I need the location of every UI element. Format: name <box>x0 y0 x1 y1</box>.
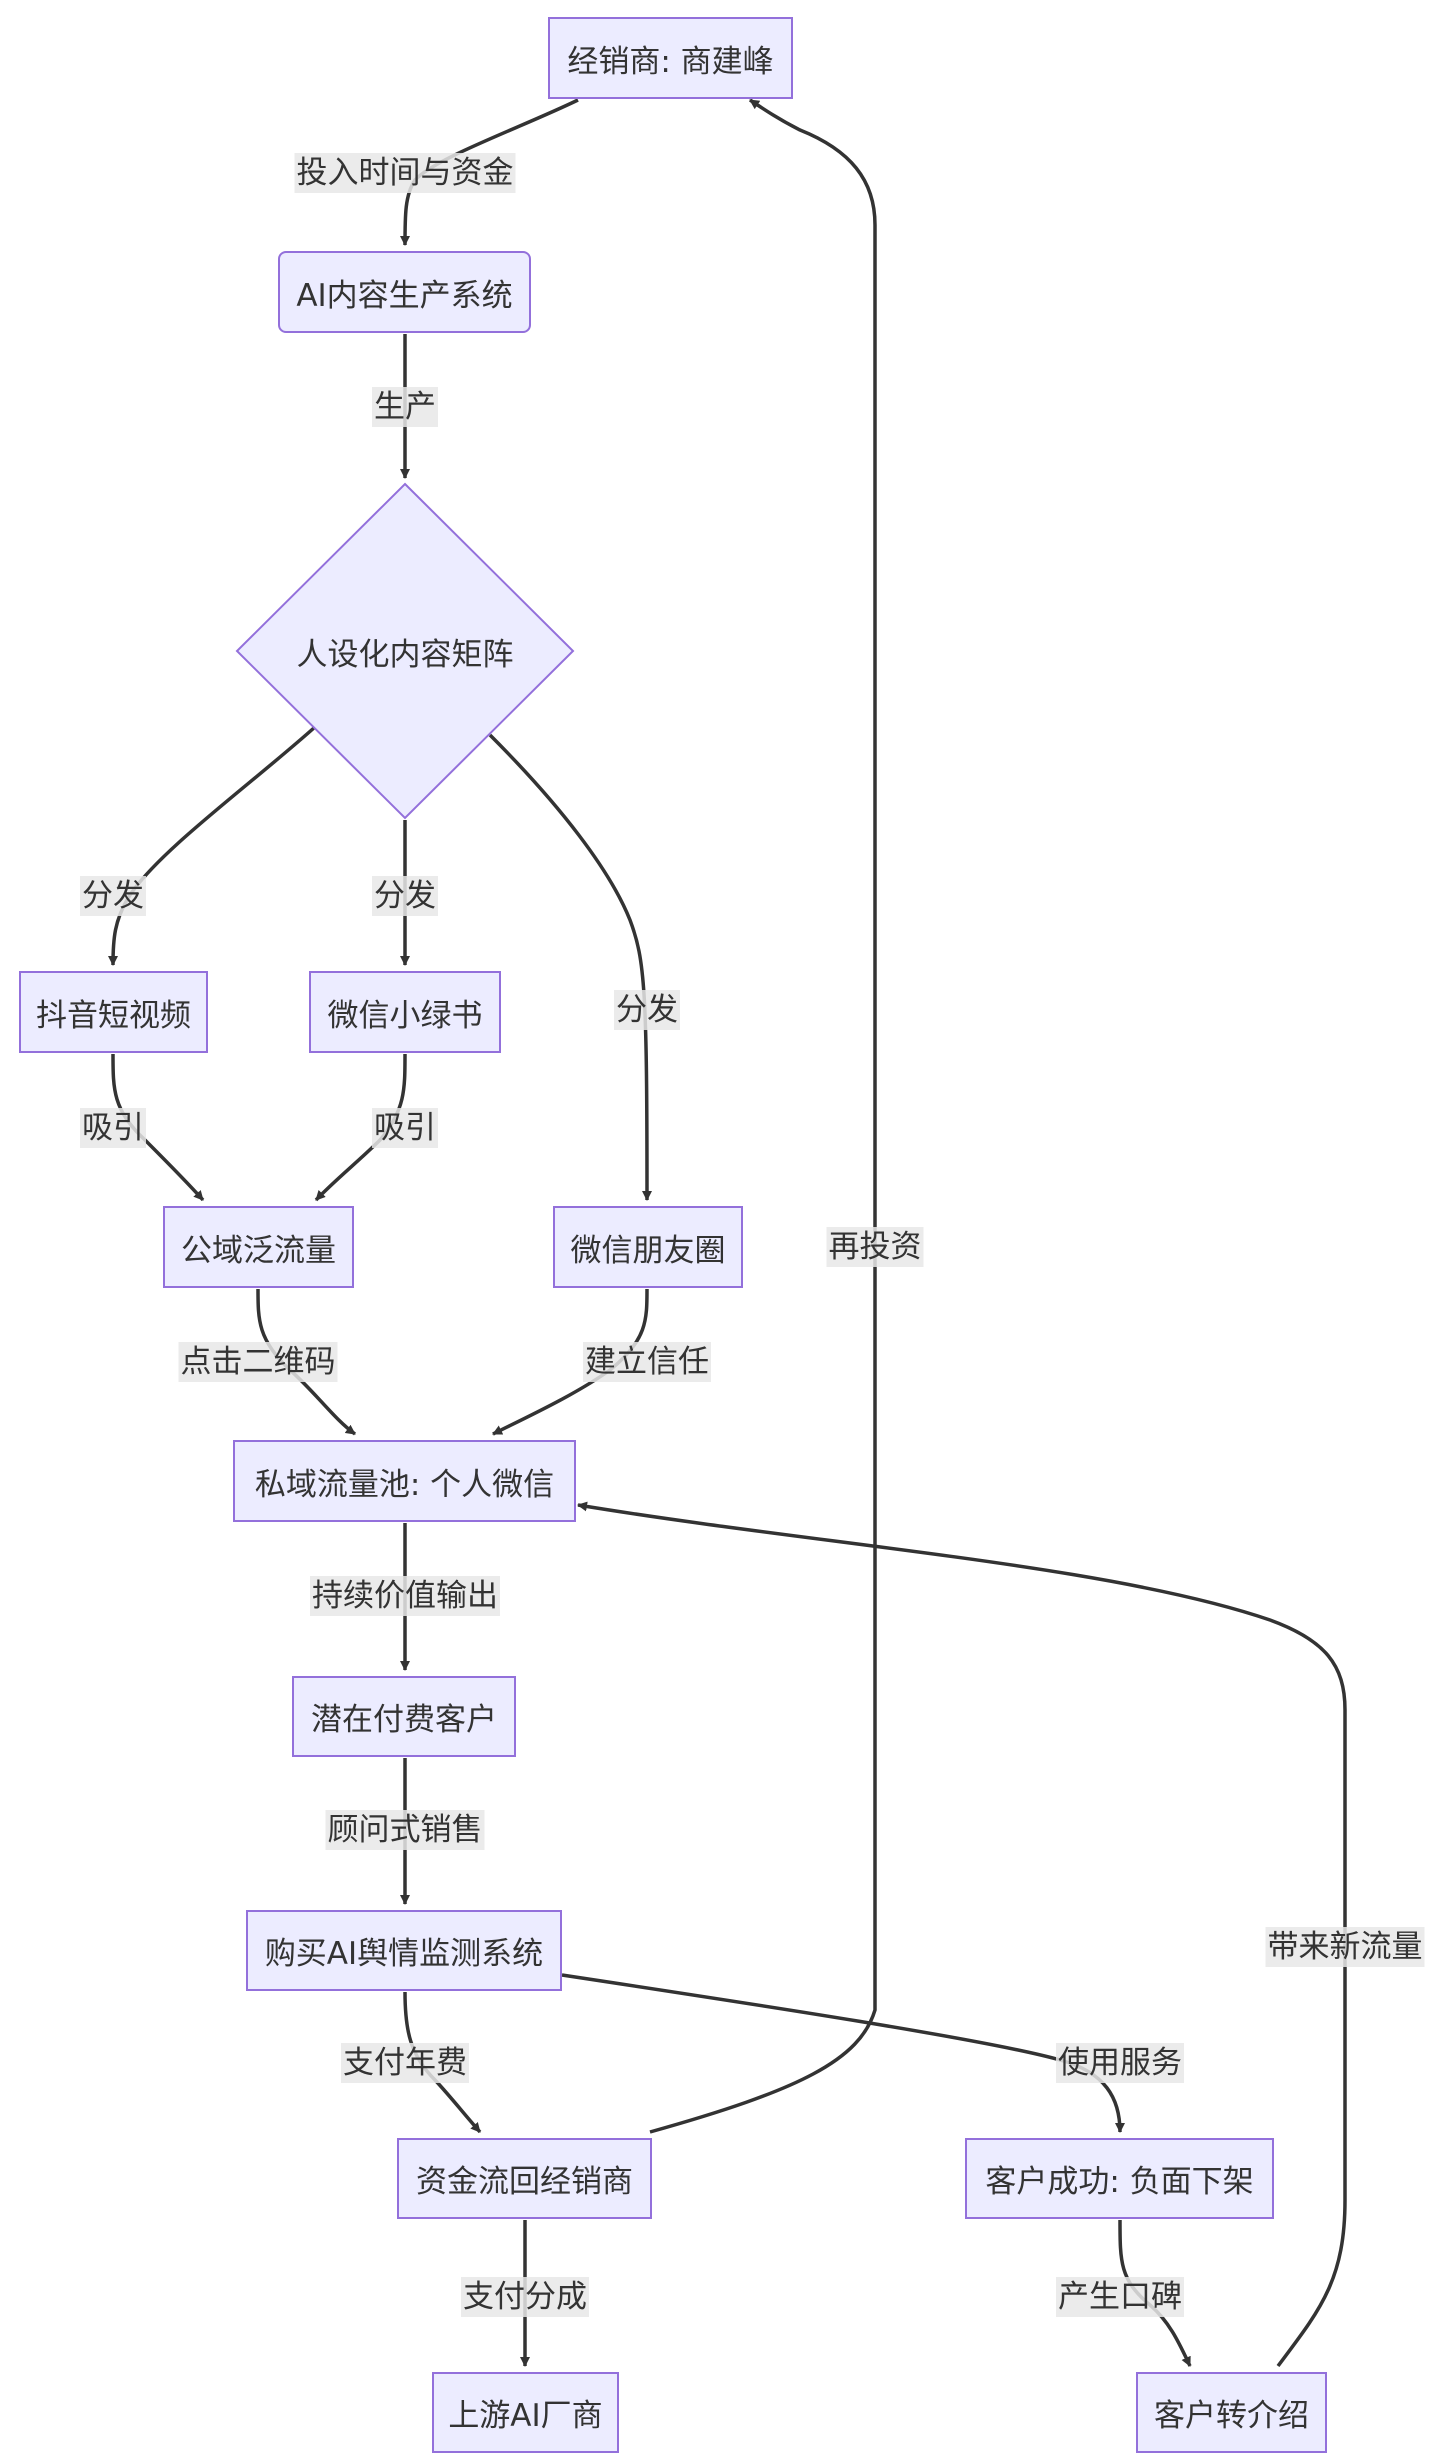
node-potential-customer-label: 潜在付费客户 <box>311 1702 497 1738</box>
node-douyin-label: 抖音短视频 <box>36 997 191 1034</box>
edge-label-pay-share: 支付分成 <box>461 2277 589 2317</box>
node-customer-referral: 客户转介绍 <box>1136 2372 1327 2453</box>
edge-label-distribute-green: 分发 <box>372 876 438 916</box>
edge-reinvest <box>649 98 877 2134</box>
edge-label-consult-sales: 顾问式销售 <box>325 1810 485 1850</box>
node-wechat-green-book-label: 微信小绿书 <box>327 997 483 1034</box>
edge-label-use-service: 使用服务 <box>1056 2043 1184 2083</box>
node-public-traffic: 公域泛流量 <box>163 1206 354 1288</box>
node-ai-content-system-label: AI内容生产系统 <box>296 277 513 314</box>
node-douyin: 抖音短视频 <box>19 971 208 1053</box>
node-buy-system: 购买AI舆情监测系统 <box>246 1910 562 1991</box>
node-funds-return: 资金流回经销商 <box>397 2138 652 2219</box>
edge-label-invest: 投入时间与资金 <box>294 153 516 193</box>
node-persona-matrix: 人设化内容矩阵 <box>257 611 553 691</box>
edge-label-produce: 生产 <box>372 387 438 427</box>
edge-distribute-moments <box>488 733 652 1201</box>
node-wechat-moments-label: 微信朋友圈 <box>570 1232 726 1269</box>
edge-use-service <box>561 1973 1125 2133</box>
node-public-traffic-label: 公域泛流量 <box>181 1232 336 1269</box>
edge-distribute-douyin <box>108 725 317 966</box>
node-potential-customer: 潜在付费客户 <box>292 1676 516 1757</box>
edge-label-distribute-douyin: 分发 <box>80 876 146 916</box>
edge-label-new-traffic: 带来新流量 <box>1265 1927 1425 1967</box>
edge-label-scan-qr: 点击二维码 <box>178 1342 338 1382</box>
node-upstream-vendor-label: 上游AI厂商 <box>448 2398 603 2434</box>
node-upstream-vendor: 上游AI厂商 <box>432 2372 619 2453</box>
persona-matrix-diamond <box>235 482 575 820</box>
node-customer-success: 客户成功: 负面下架 <box>965 2138 1274 2219</box>
node-wechat-moments: 微信朋友圈 <box>553 1206 743 1288</box>
node-private-traffic-pool-label: 私域流量池: 个人微信 <box>254 1466 555 1503</box>
node-dealer: 经销商: 商建峰 <box>548 17 793 99</box>
edge-new-traffic <box>577 1501 1347 2368</box>
node-customer-referral-label: 客户转介绍 <box>1154 2398 1309 2434</box>
edge-label-distribute-moments: 分发 <box>614 990 680 1030</box>
edge-label-word-of-mouth: 产生口碑 <box>1056 2277 1184 2317</box>
edge-label-attract-douyin: 吸引 <box>80 1108 146 1148</box>
node-private-traffic-pool: 私域流量池: 个人微信 <box>233 1440 576 1522</box>
node-customer-success-label: 客户成功: 负面下架 <box>985 2164 1254 2200</box>
edge-label-reinvest: 再投资 <box>826 1227 924 1267</box>
node-funds-return-label: 资金流回经销商 <box>416 2164 633 2200</box>
node-buy-system-label: 购买AI舆情监测系统 <box>264 1936 544 1972</box>
node-ai-content-system: AI内容生产系统 <box>278 251 531 333</box>
node-persona-matrix-label: 人设化内容矩阵 <box>296 636 514 673</box>
edge-label-build-trust: 建立信任 <box>583 1342 711 1382</box>
node-wechat-green-book: 微信小绿书 <box>309 971 501 1053</box>
edge-label-attract-green: 吸引 <box>372 1108 438 1148</box>
edge-label-pay-annual: 支付年费 <box>341 2043 469 2083</box>
edge-label-value-output: 持续价值输出 <box>310 1576 500 1616</box>
node-dealer-label: 经销商: 商建峰 <box>567 43 774 80</box>
